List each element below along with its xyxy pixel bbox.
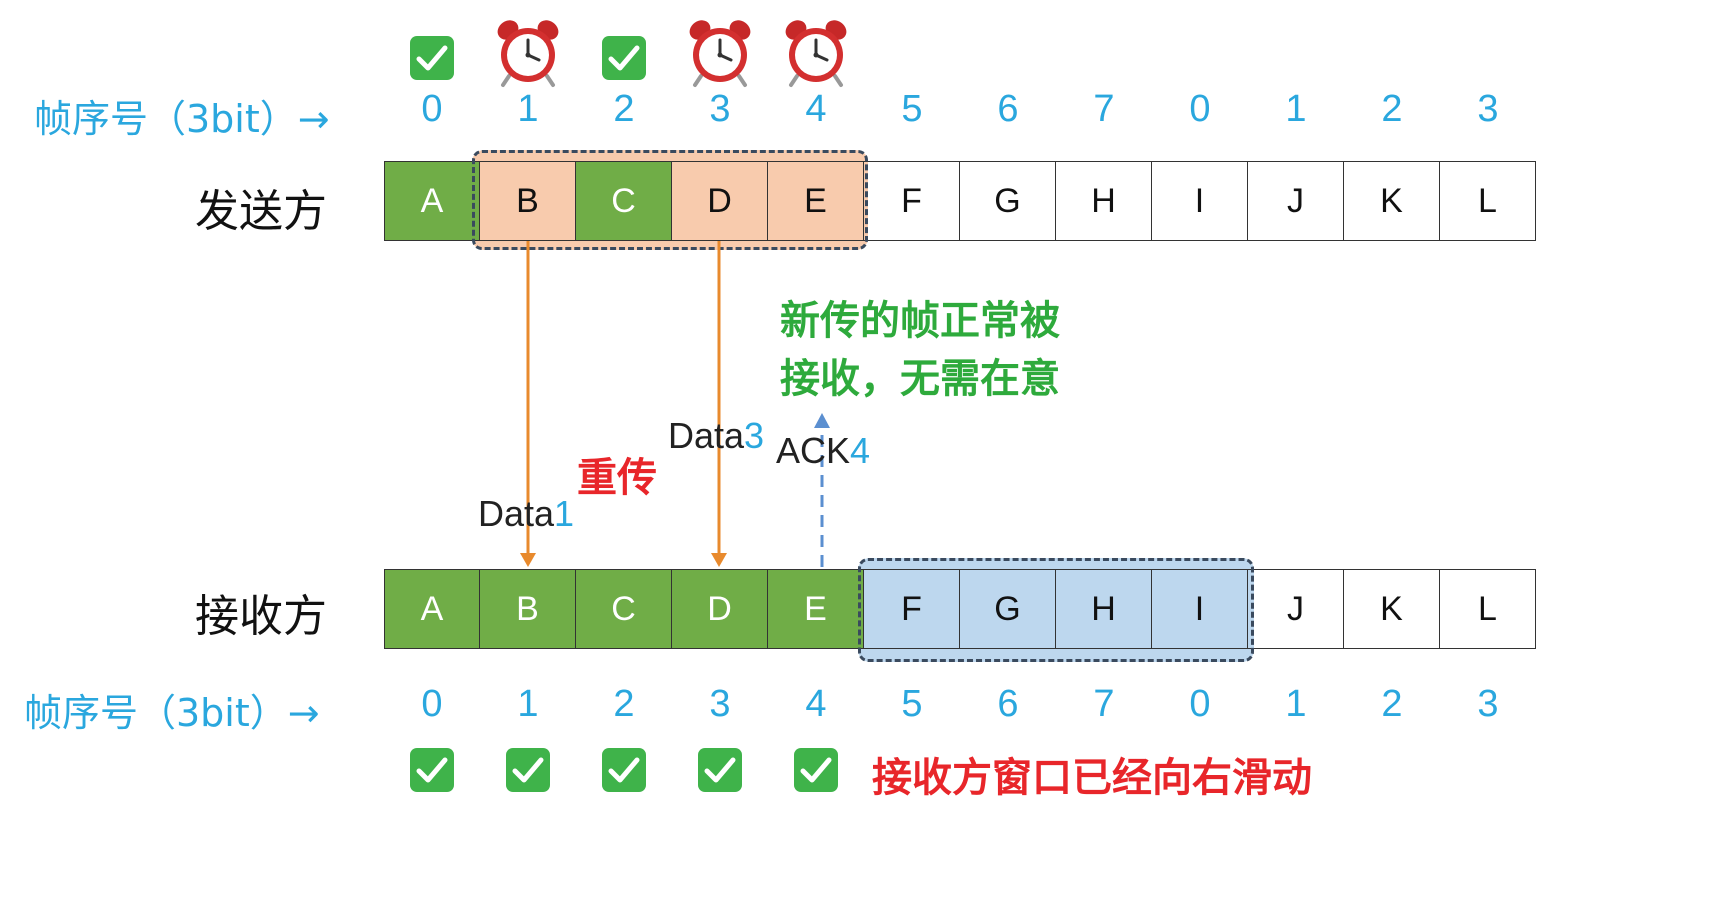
alarm-clock-icon: [687, 18, 753, 92]
check-icon: [410, 748, 454, 792]
sequence-number: 4: [805, 88, 827, 130]
sender-frame-g: G: [960, 161, 1056, 241]
sequence-number: 2: [1381, 88, 1403, 130]
receiver-frame-j: J: [1248, 569, 1344, 649]
alarm-clock-icon: [783, 18, 849, 92]
receiver-frame-l: L: [1440, 569, 1536, 649]
sender-frame-b: B: [480, 161, 576, 241]
sender-frame-f: F: [864, 161, 960, 241]
sequence-number: 2: [613, 683, 635, 725]
data3-arrowhead: [711, 553, 727, 567]
receiver-frame-g: G: [960, 569, 1056, 649]
data3-label: Data3: [668, 415, 765, 456]
sequence-number: 6: [997, 683, 1019, 725]
sequence-number: 3: [709, 88, 731, 130]
sequence-number: 2: [1381, 683, 1403, 725]
sequence-number: 3: [1477, 683, 1499, 725]
receiver-frame-b: B: [480, 569, 576, 649]
receiver-window-border: [858, 558, 1254, 662]
sender-frame-j: J: [1248, 161, 1344, 241]
receiver-frame-e: E: [768, 569, 864, 649]
sequence-number: 6: [997, 88, 1019, 130]
sequence-number: 2: [613, 88, 635, 130]
data1-label: Data1: [478, 493, 575, 534]
receiver-frame-c: C: [576, 569, 672, 649]
sender-window-border: [472, 150, 868, 250]
sequence-number: 1: [1285, 683, 1307, 725]
ack4-label: ACK4: [776, 430, 871, 471]
receiver-frame-f: F: [864, 569, 960, 649]
check-icon: [506, 748, 550, 792]
window-slid-note: 接收方窗口已经向右滑动: [872, 755, 1312, 801]
sender-frame-l: L: [1440, 161, 1536, 241]
sequence-label-top: 帧序号（3bit）→: [34, 97, 330, 141]
sequence-number: 5: [901, 88, 923, 130]
sequence-number: 0: [421, 683, 443, 725]
sequence-number: 5: [901, 683, 923, 725]
ack4-arrowhead: [814, 413, 830, 428]
sequence-number: 1: [517, 88, 539, 130]
sequence-number: 1: [517, 683, 539, 725]
sender-label: 发送方: [195, 186, 327, 237]
receiver-frame-k: K: [1344, 569, 1440, 649]
sender-frame-c: C: [576, 161, 672, 241]
alarm-clock-icon: [495, 18, 561, 92]
check-icon: [698, 748, 742, 792]
check-icon: [794, 748, 838, 792]
sequence-number: 3: [709, 683, 731, 725]
sequence-number: 3: [1477, 88, 1499, 130]
sequence-number: 0: [1189, 683, 1211, 725]
sender-frame-e: E: [768, 161, 864, 241]
check-icon: [410, 36, 454, 80]
sequence-number: 0: [1189, 88, 1211, 130]
receiver-frame-a: A: [384, 569, 480, 649]
sequence-number: 0: [421, 88, 443, 130]
sender-frame-a: A: [384, 161, 480, 241]
sequence-number: 4: [805, 683, 827, 725]
sequence-number: 7: [1093, 683, 1115, 725]
data1-arrowhead: [520, 553, 536, 567]
sender-frame-i: I: [1152, 161, 1248, 241]
sequence-label-bottom: 帧序号（3bit）→: [24, 691, 320, 735]
sender-frame-h: H: [1056, 161, 1152, 241]
sequence-number: 7: [1093, 88, 1115, 130]
sender-frame-d: D: [672, 161, 768, 241]
retransmit-note: 重传: [577, 455, 657, 501]
receiver-label: 接收方: [195, 591, 327, 642]
new-frames-note: 新传的帧正常被 接收，无需在意: [780, 298, 1060, 402]
sender-frame-k: K: [1344, 161, 1440, 241]
receiver-frame-i: I: [1152, 569, 1248, 649]
receiver-frame-d: D: [672, 569, 768, 649]
check-icon: [602, 748, 646, 792]
check-icon: [602, 36, 646, 80]
sequence-number: 1: [1285, 88, 1307, 130]
receiver-frame-h: H: [1056, 569, 1152, 649]
